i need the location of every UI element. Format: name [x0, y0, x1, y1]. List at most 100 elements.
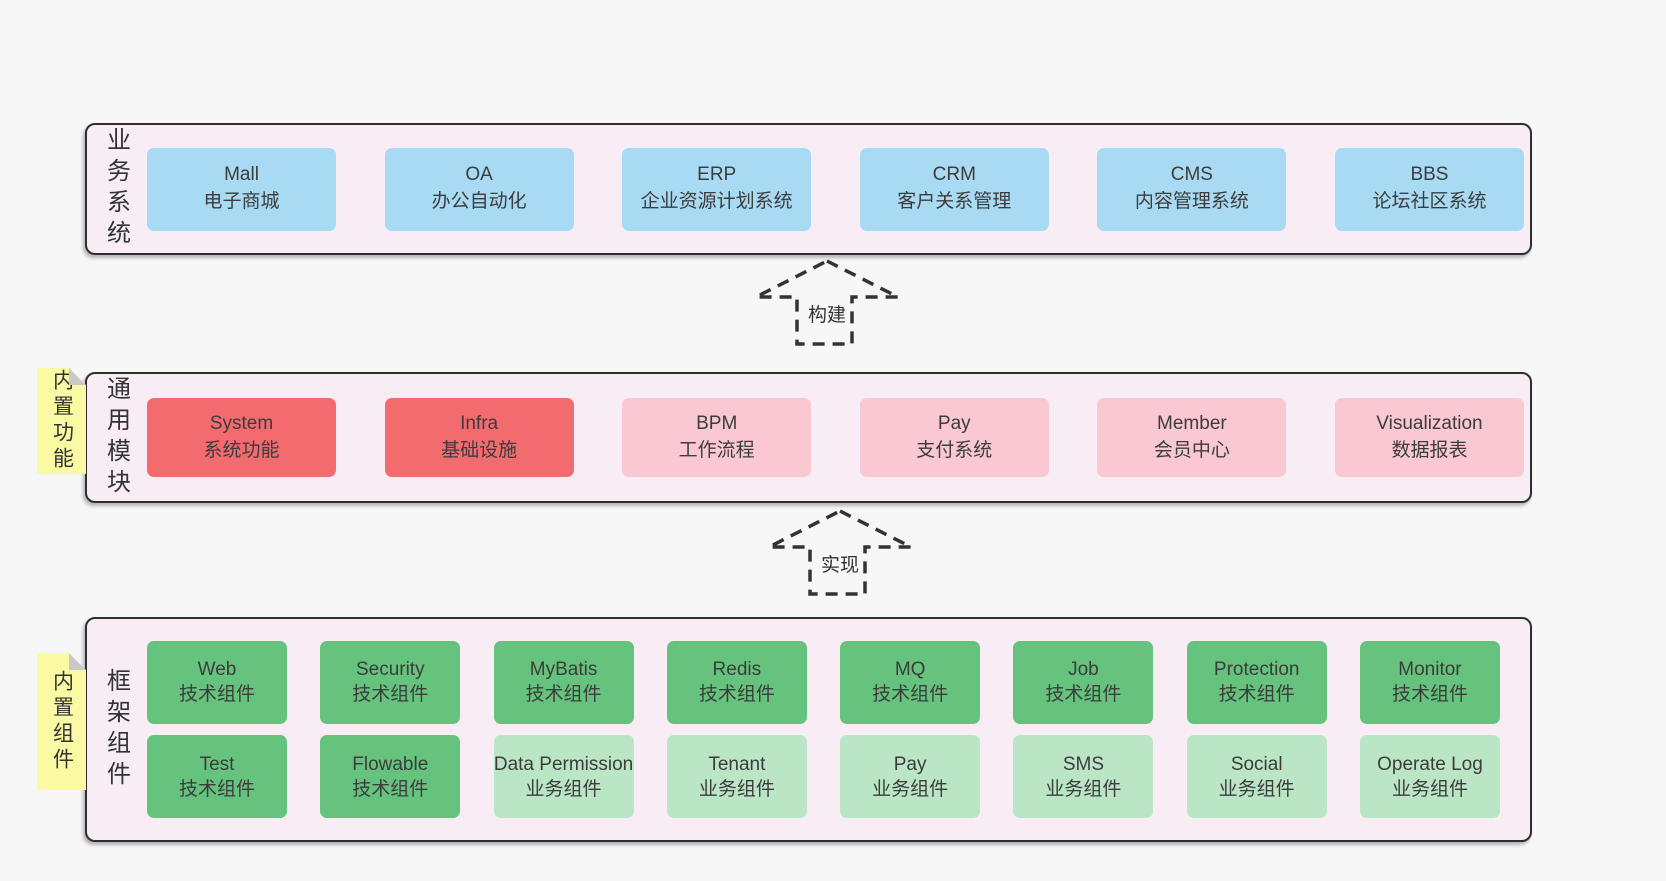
- box-mall: Mall 电子商城: [147, 147, 336, 231]
- box-title: Web: [197, 659, 237, 681]
- box-subtitle: 业务组件: [1391, 778, 1468, 800]
- box-security: Security 技术组件: [320, 640, 461, 724]
- box-subtitle: 业务组件: [698, 778, 775, 800]
- common-modules-layer: 通用模块 System 系统功能 Infra 基础设施 BPM 工作流程 Pay…: [85, 372, 1532, 503]
- box-cms: CMS 内容管理系统: [1097, 147, 1287, 231]
- common-modules-row: System 系统功能 Infra 基础设施 BPM 工作流程 Pay 支付系统…: [145, 374, 1530, 501]
- box-mybatis: MyBatis 技术组件: [493, 640, 634, 724]
- business-systems-layer: 业务系统 Mall 电子商城 OA 办公自动化 ERP 企业资源计划系统 CRM…: [85, 123, 1532, 255]
- box-title: Pay: [937, 412, 971, 434]
- box-member: Member 会员中心: [1097, 398, 1287, 477]
- box-flowable: Flowable 技术组件: [320, 735, 461, 819]
- box-subtitle: 技术组件: [1391, 684, 1468, 706]
- box-visualization: Visualization 数据报表: [1334, 398, 1524, 477]
- box-bbs: BBS 论坛社区系统: [1334, 147, 1524, 231]
- box-monitor: Monitor 技术组件: [1359, 640, 1500, 724]
- box-title: Visualization: [1376, 412, 1483, 434]
- box-web: Web 技术组件: [147, 640, 287, 724]
- dashed-up-arrow-icon: [768, 509, 912, 596]
- box-title: Tenant: [708, 753, 766, 775]
- box-oa: OA 办公自动化: [384, 147, 574, 231]
- folded-corner-icon: [69, 653, 86, 670]
- box-title: System: [209, 412, 274, 434]
- box-infra: Infra 基础设施: [384, 398, 574, 477]
- framework-components-layer: 框架组件 Web 技术组件 Security 技术组件 MyBatis 技术组件…: [85, 617, 1532, 842]
- common-modules-label: 通用模块: [87, 374, 145, 501]
- box-subtitle: 内容管理系统: [1134, 191, 1249, 212]
- box-title: Redis: [712, 659, 762, 681]
- built-in-components-tag: 内置组件: [37, 653, 86, 790]
- box-subtitle: 技术组件: [178, 684, 255, 706]
- box-subtitle: 数据报表: [1391, 439, 1468, 461]
- box-subtitle: 技术组件: [352, 778, 429, 800]
- box-subtitle: 技术组件: [525, 684, 602, 706]
- box-redis: Redis 技术组件: [666, 640, 807, 724]
- tag-text: 内置组件: [50, 669, 74, 774]
- box-bpm: BPM 工作流程: [622, 398, 812, 477]
- box-title: ERP: [697, 164, 737, 186]
- dashed-up-arrow-icon: [755, 259, 899, 346]
- box-tenant: Tenant 业务组件: [666, 735, 807, 819]
- box-subtitle: 技术组件: [178, 778, 255, 800]
- box-subtitle: 系统功能: [203, 439, 280, 461]
- build-arrow-label: 构建: [804, 299, 850, 328]
- box-title: MyBatis: [529, 659, 598, 681]
- box-title: Test: [199, 753, 235, 775]
- box-erp: ERP 企业资源计划系统: [622, 147, 812, 231]
- layer-label-text: 通用模块: [102, 375, 130, 500]
- box-pay: Pay 支付系统: [859, 398, 1049, 477]
- implement-arrow: 实现: [765, 507, 915, 597]
- box-test: Test 技术组件: [147, 735, 287, 819]
- box-title: Job: [1068, 659, 1099, 681]
- box-title: CMS: [1170, 164, 1213, 186]
- box-subtitle: 技术组件: [872, 684, 949, 706]
- box-title: OA: [465, 164, 493, 186]
- build-arrow: 构建: [752, 257, 902, 347]
- box-title: Mall: [224, 164, 259, 186]
- box-job: Job 技术组件: [1013, 640, 1154, 724]
- tag-text: 内置功能: [50, 369, 74, 473]
- built-in-features-tag: 内置功能: [37, 368, 86, 474]
- box-subtitle: 企业资源计划系统: [640, 191, 793, 212]
- box-title: Flowable: [352, 753, 429, 775]
- box-subtitle: 业务组件: [1218, 778, 1295, 800]
- box-subtitle: 基础设施: [441, 439, 518, 461]
- box-subtitle: 业务组件: [1045, 778, 1122, 800]
- box-title: Data Permission: [493, 753, 634, 775]
- box-sms: SMS 业务组件: [1013, 735, 1154, 819]
- box-operate-log: Operate Log 业务组件: [1359, 735, 1500, 819]
- box-title: Pay: [893, 753, 927, 775]
- box-subtitle: 论坛社区系统: [1372, 191, 1487, 212]
- layer-label-text: 框架组件: [102, 667, 130, 792]
- box-system: System 系统功能: [147, 398, 336, 477]
- box-mq: MQ 技术组件: [840, 640, 981, 724]
- layer-label-text: 业务系统: [102, 127, 130, 251]
- box-subtitle: 支付系统: [916, 439, 993, 461]
- box-crm: CRM 客户关系管理: [859, 147, 1049, 231]
- box-title: SMS: [1062, 753, 1104, 775]
- box-subtitle: 会员中心: [1153, 439, 1230, 461]
- box-subtitle: 技术组件: [1218, 684, 1295, 706]
- box-title: Operate Log: [1377, 753, 1483, 775]
- box-subtitle: 技术组件: [698, 684, 775, 706]
- box-protection: Protection 技术组件: [1186, 640, 1327, 724]
- implement-arrow-label: 实现: [817, 549, 863, 578]
- box-title: Member: [1157, 412, 1227, 434]
- box-subtitle: 技术组件: [352, 684, 429, 706]
- framework-row-1: Web 技术组件 Security 技术组件 MyBatis 技术组件 Redi…: [147, 640, 1500, 724]
- box-subtitle: 电子商城: [203, 191, 280, 212]
- box-subtitle: 办公自动化: [431, 191, 527, 212]
- business-systems-label: 业务系统: [87, 125, 145, 253]
- box-subtitle: 客户关系管理: [897, 191, 1012, 212]
- box-title: Social: [1230, 753, 1283, 775]
- box-title: Infra: [460, 412, 499, 434]
- framework-components-label: 框架组件: [87, 619, 145, 840]
- box-title: Protection: [1213, 659, 1300, 681]
- business-systems-row: Mall 电子商城 OA 办公自动化 ERP 企业资源计划系统 CRM 客户关系…: [145, 125, 1530, 253]
- box-subtitle: 工作流程: [678, 439, 755, 461]
- box-title: CRM: [932, 164, 976, 186]
- box-pay-biz: Pay 业务组件: [840, 735, 981, 819]
- box-title: Monitor: [1398, 659, 1462, 681]
- box-data-permission: Data Permission 业务组件: [493, 735, 634, 819]
- box-title: Security: [355, 659, 425, 681]
